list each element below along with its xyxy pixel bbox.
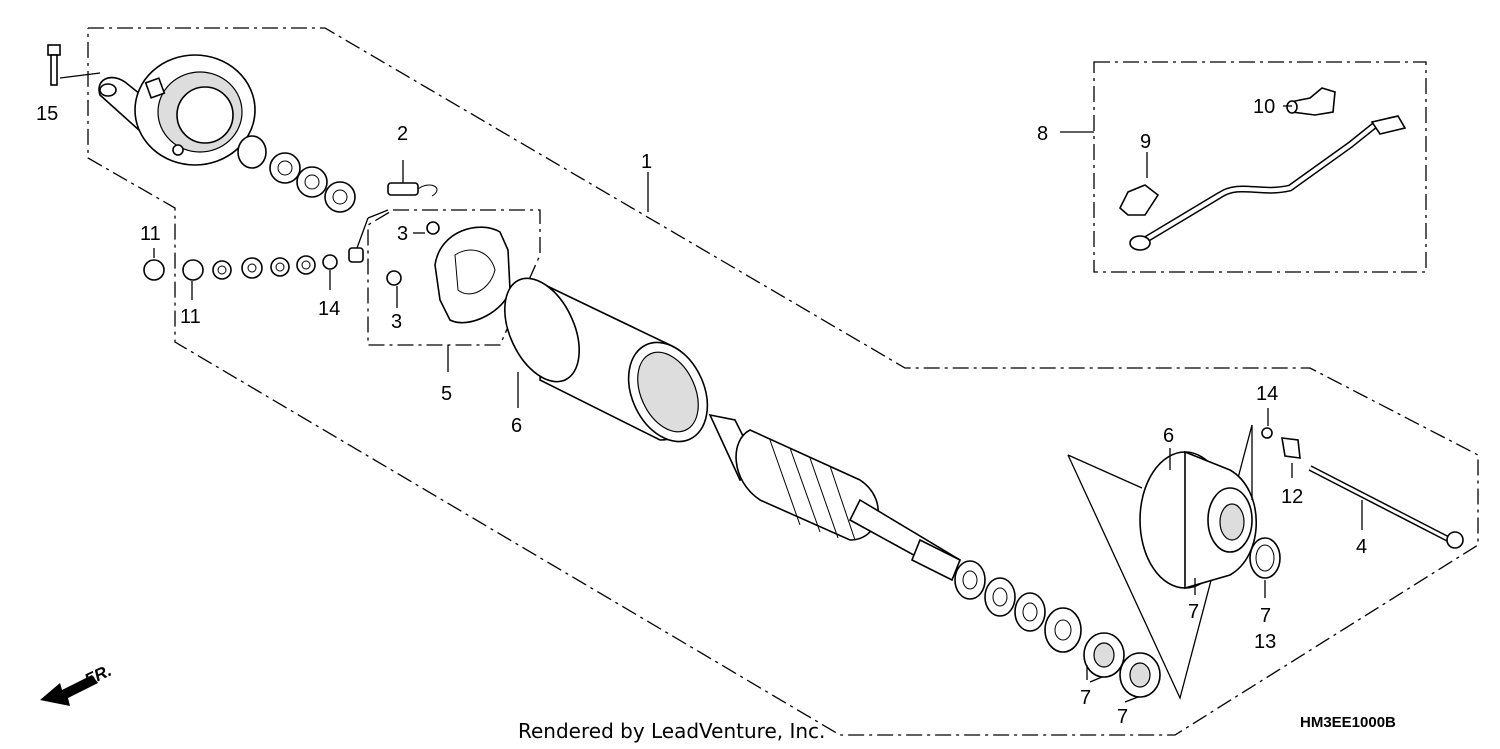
- bushing-washers-top: [237, 135, 356, 213]
- callout-12: 12: [1281, 486, 1303, 508]
- rear-cover-part: [98, 54, 256, 166]
- callout-11-lower: 11: [180, 306, 201, 328]
- callout-11-upper: 11: [140, 223, 161, 245]
- callout-3-lower: 3: [391, 311, 402, 333]
- callout-14-left: 14: [318, 298, 340, 320]
- front-direction-arrow-icon: FR.: [40, 661, 115, 706]
- callout-7-bearing-b: 7: [1117, 706, 1128, 728]
- armature-part: [708, 413, 962, 582]
- through-bolt-part: [1251, 408, 1464, 549]
- battery-cable-part: [1060, 87, 1407, 251]
- callout-6-yoke: 6: [511, 415, 522, 437]
- callout-8: 8: [1037, 123, 1048, 145]
- callout-3-upper: 3: [397, 223, 408, 245]
- cable-kit-outline: [1093, 61, 1427, 273]
- callout-9: 9: [1140, 131, 1151, 153]
- brush-holder-part: [386, 221, 511, 324]
- leader-lines: [447, 172, 1171, 680]
- main-assembly-outline: [87, 27, 1479, 736]
- yoke-part: [504, 277, 709, 443]
- diagram-code: HM3EE1000B: [1300, 714, 1396, 731]
- callout-15: 15: [36, 103, 58, 125]
- callout-7-cover: 7: [1188, 601, 1199, 623]
- front-cover-part: [1139, 450, 1281, 598]
- brush-holder-outline: [367, 209, 541, 346]
- callout-13: 13: [1254, 631, 1276, 653]
- callout-2: 2: [397, 123, 408, 145]
- callout-7-bearing-a: 7: [1080, 687, 1091, 709]
- bolt-part: [47, 44, 101, 86]
- render-credit: Rendered by LeadVenture, Inc.: [518, 719, 825, 743]
- callout-14-right: 14: [1256, 383, 1278, 405]
- callout-7-ring: 7: [1260, 605, 1271, 627]
- terminal-bolt-part: [387, 160, 438, 197]
- callout-5: 5: [441, 383, 452, 405]
- callout-1: 1: [641, 151, 652, 173]
- callout-10: 10: [1253, 96, 1275, 118]
- front-washers-bearings: [954, 560, 1161, 703]
- nut-washer-row: [143, 209, 389, 300]
- callout-4: 4: [1356, 536, 1367, 558]
- callout-6-cover: 6: [1163, 425, 1174, 447]
